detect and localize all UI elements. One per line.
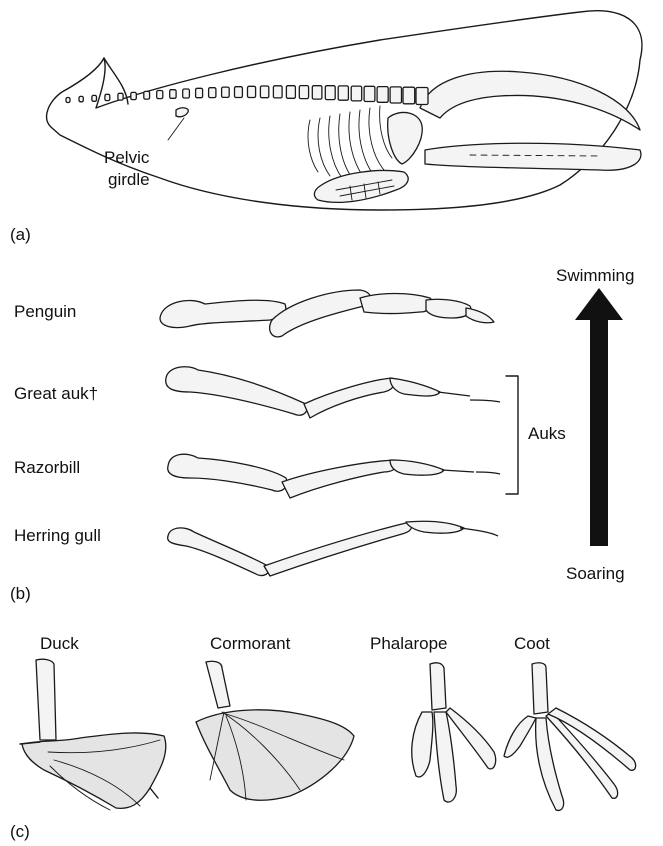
whale-vertebra [390, 87, 401, 103]
whale-vertebra [157, 91, 163, 99]
panel-a-letter: (a) [10, 225, 31, 245]
panel-b-letter: (b) [10, 584, 31, 604]
whale-vertebra [144, 91, 150, 99]
foot-label-coot: Coot [514, 634, 550, 654]
bird-label-razorbill: Razorbill [14, 458, 80, 478]
whale-pelvic-bone [176, 108, 188, 117]
whale-vertebra [92, 95, 97, 101]
whale-vertebra [338, 86, 348, 100]
coot-foot [504, 663, 636, 811]
arrow-bottom-label: Soaring [566, 564, 625, 584]
whale-vertebra [79, 96, 83, 101]
feet-drawings [20, 659, 636, 810]
whale-vertebra [196, 88, 203, 97]
whale-vertebra [222, 87, 230, 97]
whale-vertebra [105, 94, 110, 100]
whale-scapula [388, 112, 423, 164]
foot-label-cormorant: Cormorant [210, 634, 290, 654]
whale-vertebra [364, 86, 375, 101]
cormorant-foot [196, 661, 354, 800]
foot-label-phalarope: Phalarope [370, 634, 448, 654]
pelvic-girdle-label-line1: Pelvic [104, 148, 149, 168]
whale-vertebra [235, 87, 243, 98]
panel-c-letter: (c) [10, 822, 30, 842]
bird-label-great-auk: Great auk† [14, 384, 98, 404]
great-auk-wing [166, 367, 500, 418]
whale-vertebra [131, 92, 137, 99]
whale-ribs [308, 106, 392, 180]
whale-vertebra [209, 88, 216, 98]
whale-vertebrae [66, 86, 428, 105]
whale-vertebra [118, 93, 123, 100]
razorbill-wing [168, 454, 500, 498]
whale-flipper [314, 171, 408, 203]
foot-label-duck: Duck [40, 634, 79, 654]
pelvic-pointer-line [168, 118, 184, 140]
whale-vertebra [325, 86, 335, 100]
whale-vertebra [377, 87, 388, 103]
whale-vertebra [403, 87, 415, 104]
whale-vertebra [248, 86, 256, 97]
whale-vertebra [299, 86, 308, 99]
bird-label-herring-gull: Herring gull [14, 526, 101, 546]
whale-vertebra [273, 86, 282, 98]
phalarope-foot [412, 663, 496, 802]
whale-vertebra [260, 86, 268, 98]
wing-bones [160, 290, 518, 576]
whale-skull [420, 71, 640, 130]
auks-bracket [506, 376, 518, 494]
whale-vertebra [312, 86, 322, 99]
whale-vertebra [170, 90, 176, 99]
pelvic-girdle-label-line2: girdle [108, 170, 150, 190]
swimming-soaring-arrow [575, 288, 623, 546]
whale-vertebra [416, 88, 428, 105]
whale-vertebra [66, 98, 70, 103]
whale-jaw [425, 143, 641, 170]
arrow-top-label: Swimming [556, 266, 634, 286]
penguin-wing [160, 290, 494, 337]
whale-vertebra [351, 86, 362, 101]
whale-vertebra [286, 86, 295, 99]
duck-foot [20, 659, 166, 810]
bird-label-penguin: Penguin [14, 302, 76, 322]
herring-gull-wing [168, 521, 498, 576]
whale-vertebra [183, 89, 190, 98]
auks-group-label: Auks [528, 424, 566, 444]
